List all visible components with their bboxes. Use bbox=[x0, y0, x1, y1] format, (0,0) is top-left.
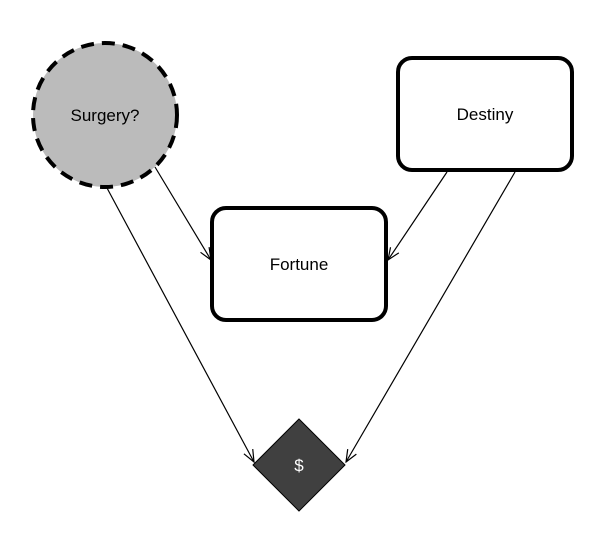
surgery-node-label: Surgery? bbox=[71, 106, 140, 125]
surgery-node[interactable]: Surgery? bbox=[31, 41, 179, 189]
surgery-node-shape bbox=[31, 41, 179, 189]
edge-destiny-to-value bbox=[346, 171, 516, 462]
destiny-node-label: Destiny bbox=[457, 105, 514, 124]
destiny-node-shape bbox=[396, 56, 574, 172]
edge-surgery-to-value bbox=[106, 187, 254, 462]
fortune-node-shape bbox=[210, 206, 388, 322]
value-node[interactable]: $ bbox=[252, 418, 346, 512]
fortune-node-label: Fortune bbox=[270, 255, 329, 274]
edge-surgery-to-fortune bbox=[154, 166, 211, 260]
edge-destiny-to-fortune bbox=[388, 171, 448, 260]
value-node-shape bbox=[252, 418, 346, 512]
destiny-node[interactable]: Destiny bbox=[396, 56, 574, 172]
fortune-node[interactable]: Fortune bbox=[210, 206, 388, 322]
value-node-label: $ bbox=[294, 456, 304, 475]
